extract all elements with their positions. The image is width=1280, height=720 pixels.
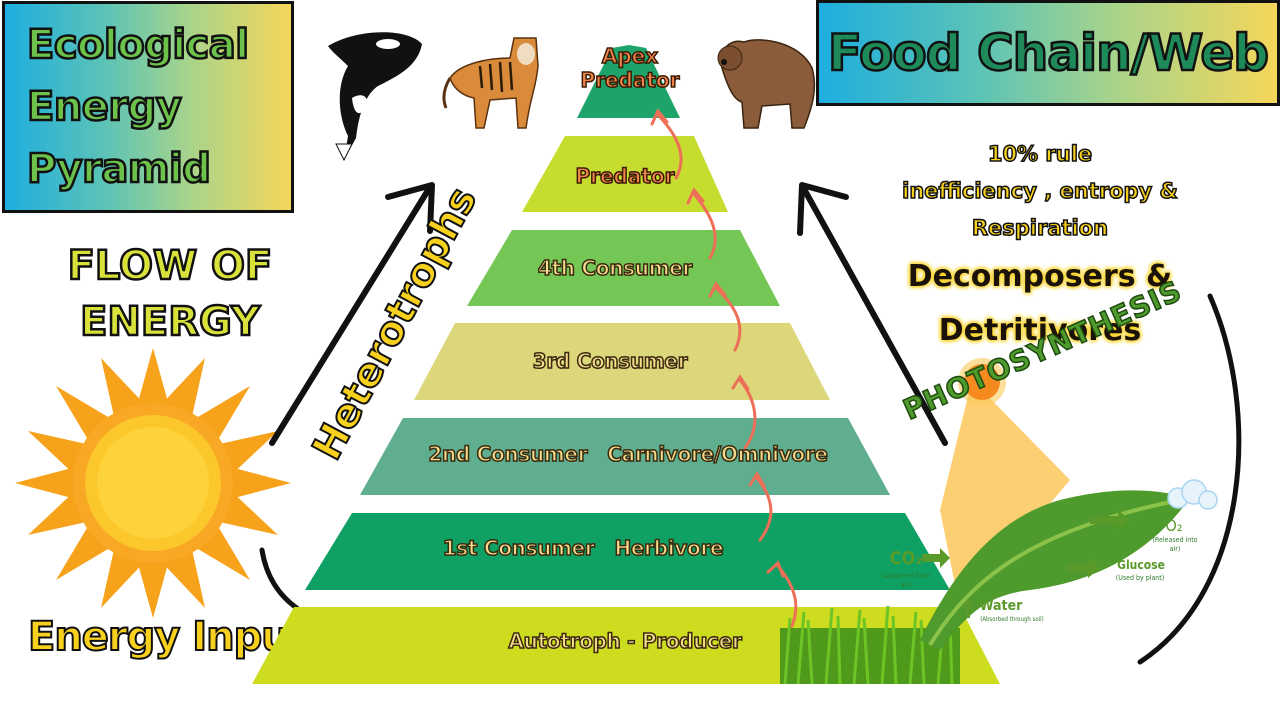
tier-label-producer: Autotroph - Producer [508, 628, 743, 654]
tier-predator [522, 136, 728, 212]
co2-note: (Absorbed from air) [881, 572, 931, 589]
tier-3rd-consumer [414, 323, 830, 400]
ten-percent-rule-note: 10% rule inefficiency , entropy & Respir… [870, 136, 1210, 247]
secondary-title: Food Chain/Web [827, 23, 1271, 84]
energy-input-label: Energy Input [27, 613, 309, 661]
main-title-line-1: Ecological [26, 21, 250, 70]
energy-flow-arrows [650, 108, 798, 632]
tier-label-2nd-consumer: 2nd Consumer Carnivore/Omnivore [428, 441, 829, 467]
tier-1st-consumer [305, 513, 950, 590]
flow-of-energy-line-2: ENERGY [79, 298, 261, 347]
glucose-note: (Used by plant) [1115, 574, 1165, 582]
rule-line-1: 10% rule [987, 141, 1093, 167]
tiger-icon [442, 37, 539, 129]
decomposer-cycle-arc-icon [1137, 293, 1242, 665]
water-note: (Absorbed through soil) [980, 616, 1044, 623]
main-title-line-3: Pyramid [26, 145, 212, 194]
sun-icon [15, 348, 291, 618]
bear-icon [717, 39, 816, 129]
tier-label-apex-predator: Apex Predator [580, 43, 681, 93]
secondary-title-box: Food Chain/Web [816, 0, 1280, 106]
tier-4th-consumer [467, 230, 780, 306]
energy-to-top-arrow-icon [797, 182, 948, 446]
tier-label-1st-consumer: 1st Consumer Herbivore [442, 535, 724, 561]
main-title-line-2: Energy [26, 83, 183, 132]
main-title-box: Ecological Energy Pyramid [2, 1, 294, 213]
rule-line-2: inefficiency , entropy & [901, 178, 1178, 204]
decomposers-line-2: Detritivores [938, 313, 1142, 348]
tier-apex-predator [577, 48, 680, 118]
flow-of-energy-label: FLOW OF ENERGY [60, 238, 280, 350]
tier-label-predator: Predator [575, 163, 676, 189]
glucose-label: Glucose [1117, 558, 1165, 572]
water-label: Water [979, 598, 1023, 614]
tier-label-3rd-consumer: 3rd Consumer [532, 348, 688, 374]
decomposers-note: Decomposers & Detritivores [870, 250, 1210, 358]
flow-of-energy-line-1: FLOW OF [66, 242, 273, 291]
decomposers-line-1: Decomposers & [907, 259, 1173, 294]
small-sun-icon [958, 358, 1006, 406]
cloud-icon [1167, 479, 1218, 510]
rule-line-3: Respiration [971, 215, 1109, 241]
o2-label: O₂ [1165, 516, 1183, 535]
tier-label-4th-consumer: 4th Consumer [537, 255, 693, 281]
photosynthesis-illustration [920, 358, 1218, 650]
o2-note: (Released into air) [1152, 536, 1198, 553]
heterotrophs-arrow-icon [269, 182, 435, 446]
orca-icon [328, 32, 422, 162]
co2-label: CO₂ [889, 548, 923, 569]
